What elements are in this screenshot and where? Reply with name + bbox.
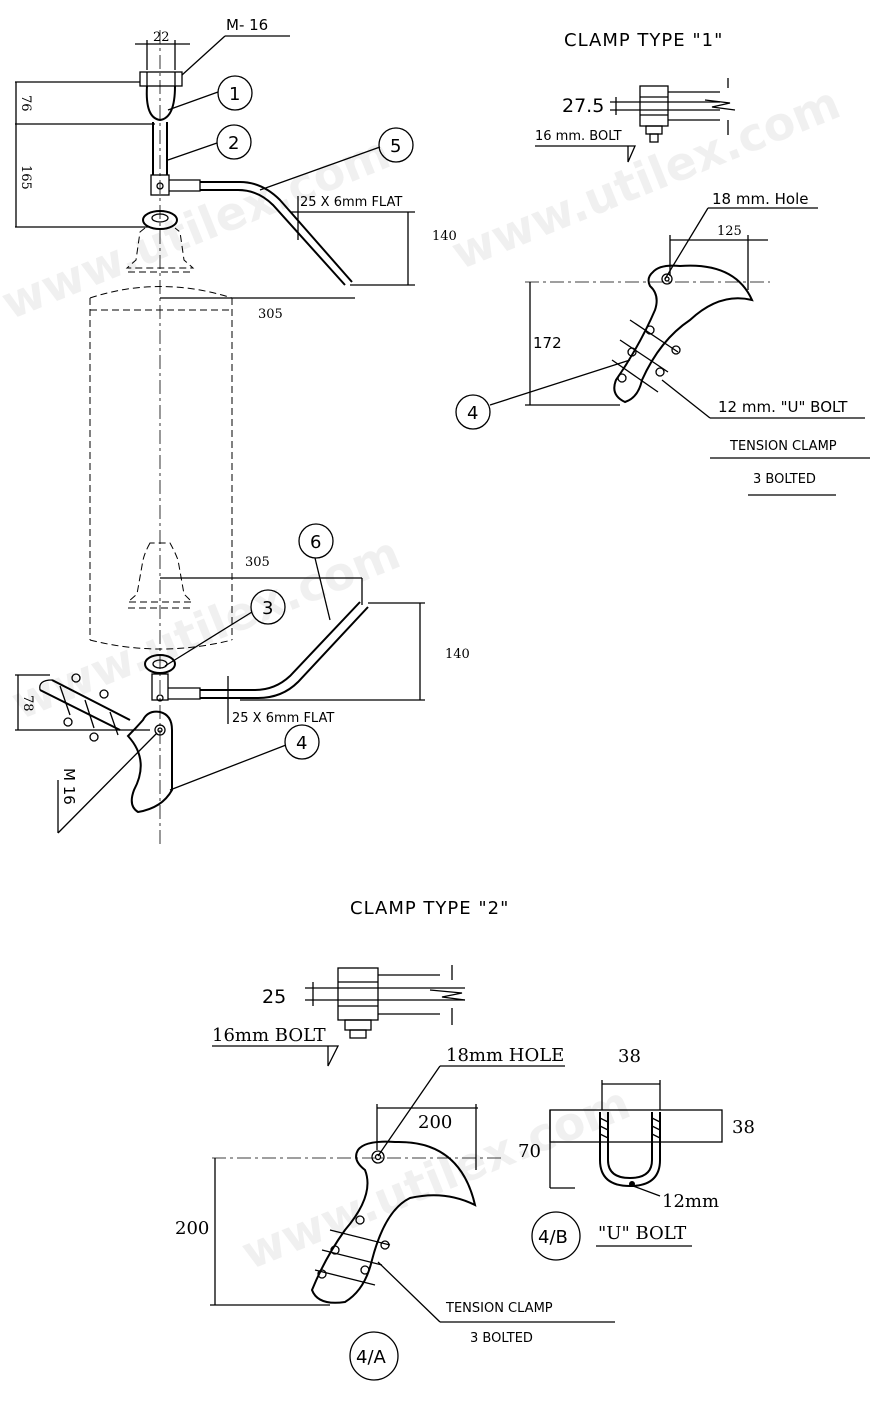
bubble-1: 1: [229, 84, 240, 105]
clamp1-hole-label: 18 mm. Hole: [712, 190, 808, 208]
ubolt-dim-38-top: 38: [618, 1046, 641, 1067]
bubble-callouts: 1 2 5 6 3 4: [164, 75, 414, 791]
flat-top-label: 25 X 6mm FLAT: [300, 195, 402, 210]
watermark: www.utilex.com: [234, 1075, 638, 1280]
clamp2-bubble-4b: 4/B: [538, 1227, 568, 1248]
clamp1-bolt-group: [611, 319, 681, 393]
bubble-6: 6: [310, 532, 321, 553]
clamp2-tension-label: TENSION CLAMP: [445, 1301, 553, 1316]
clamp1-bolt-label: 16 mm. BOLT: [535, 129, 622, 144]
dim-305-bot: 305: [245, 555, 270, 570]
watermark: www.utilex.com: [0, 125, 397, 330]
clamp1-title: CLAMP TYPE "1": [564, 30, 723, 51]
dim-76: 76: [18, 95, 33, 112]
clamp1-dim-172: 172: [533, 334, 562, 352]
clamp1-tension-label: TENSION CLAMP: [729, 439, 837, 454]
dim-165: 165: [18, 165, 33, 190]
dim-140-bot: 140: [445, 647, 470, 662]
clamp1-dim-125: 125: [717, 224, 742, 239]
dim-78: 78: [20, 695, 35, 712]
clamp2-bubble-4a: 4/A: [356, 1347, 387, 1368]
ubolt-label: "U" BOLT: [598, 1223, 686, 1244]
bubble-3: 3: [262, 598, 273, 619]
clamp2-bolted-label: 3 BOLTED: [470, 1331, 533, 1346]
dim-140-top: 140: [432, 229, 457, 244]
ubolt-detail: 38 70 38 12mm 4/B "U" BOLT: [518, 1046, 755, 1261]
clamp1-bubble-4: 4: [467, 403, 478, 424]
bubble-4: 4: [296, 733, 307, 754]
clamp2-bolt-label: 16mm BOLT: [212, 1025, 326, 1046]
clamp2-hole-label: 18mm HOLE: [446, 1045, 564, 1066]
clamp-type-2: CLAMP TYPE "2" 25 16mm BOLT 18mm HOLE 20…: [175, 898, 755, 1381]
clamp2-dim-25: 25: [262, 986, 286, 1008]
ubolt-dim-12mm: 12mm: [662, 1191, 719, 1212]
m16-bot-label: M 16: [60, 768, 78, 805]
watermarks: www.utilex.com www.utilex.com www.utilex…: [0, 75, 847, 1280]
clamp2-dim-200-v: 200: [175, 1218, 209, 1239]
bubble-2: 2: [228, 133, 239, 154]
main-assembly: 22 M- 16 76 165 140 25 X 6mm FLAT: [15, 16, 470, 845]
clamp2-title: CLAMP TYPE "2": [350, 898, 509, 919]
clamp1-bolted-label: 3 BOLTED: [753, 472, 816, 487]
flat-bot-label: 25 X 6mm FLAT: [232, 711, 334, 726]
m16-top-label: M- 16: [226, 16, 268, 34]
clamp2-bolt-group: [314, 1215, 391, 1286]
ubolt-dim-70: 70: [518, 1141, 541, 1162]
dim-305-top: 305: [258, 307, 283, 322]
clamp2-dim-200-h: 200: [418, 1112, 452, 1133]
clamp-type-1: CLAMP TYPE "1" 27.5 16 mm. BOLT 18 mm. H…: [455, 30, 870, 496]
bubble-5: 5: [390, 136, 401, 157]
bolt-group: [59, 673, 119, 742]
clamp1-dim-27-5: 27.5: [562, 95, 604, 117]
clamp1-ubolt-label: 12 mm. "U" BOLT: [718, 398, 848, 416]
watermark: www.utilex.com: [444, 75, 848, 280]
dim-22: 22: [153, 30, 170, 45]
ubolt-dim-38-right: 38: [732, 1117, 755, 1138]
